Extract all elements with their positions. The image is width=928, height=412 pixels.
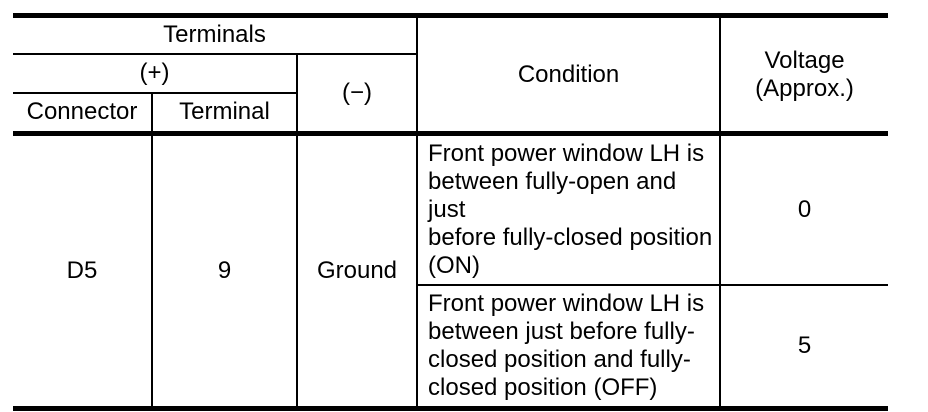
connector-value-cell: D5 <box>12 132 153 410</box>
table-row: Front power window LH is between just be… <box>13 284 890 410</box>
terminal-header-cell: Terminal <box>151 91 298 135</box>
ground-value-cell: Ground <box>295 132 419 410</box>
table-row: D5 9 Ground Front power window LH is bet… <box>12 132 890 410</box>
condition-header-cell: Condition <box>416 14 722 135</box>
header-row-subheads: Connector Terminal <box>12 91 888 135</box>
voltage-value-off: 5 <box>719 284 890 410</box>
terminal-voltage-table: Terminals Condition Voltage (Approx.) (+… <box>11 13 890 411</box>
header-row-terminals: Terminals Condition Voltage (Approx.) <box>11 14 890 135</box>
condition-text-off: Front power window LH is between just be… <box>416 284 722 410</box>
terminals-header-cell: Terminals <box>11 14 419 55</box>
plus-header-cell: (+) <box>12 52 298 94</box>
minus-header-cell: (−) <box>295 52 419 135</box>
voltage-header-cell: Voltage (Approx.) <box>719 14 890 135</box>
terminal-value-cell: 9 <box>151 132 298 410</box>
voltage-value-on: 0 <box>719 132 890 286</box>
connector-header-cell: Connector <box>12 91 153 135</box>
header-row-polarity: (+) (−) <box>12 52 888 135</box>
condition-text-on: Front power window LH is between fully-o… <box>416 132 722 286</box>
